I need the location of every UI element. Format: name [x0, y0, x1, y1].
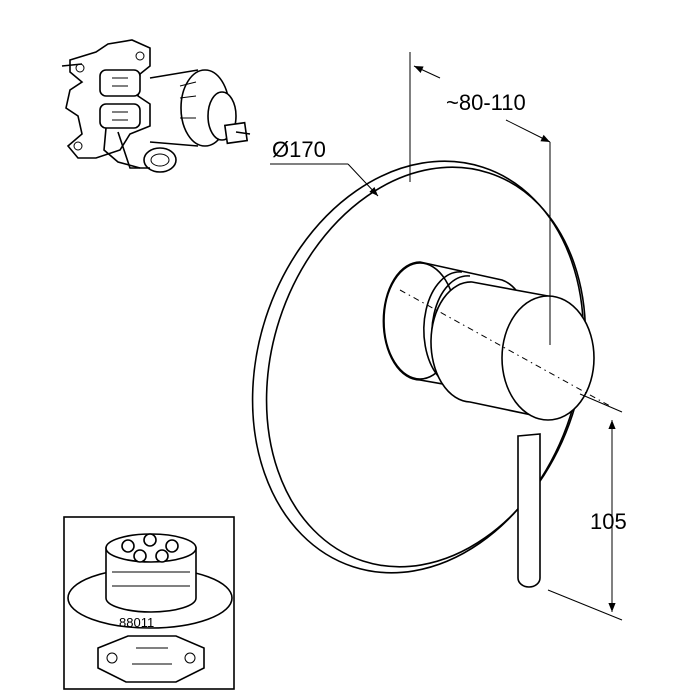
inset-part-number: 88011	[119, 615, 154, 630]
mixer-trim-illustration	[251, 160, 611, 588]
depth-label: ~80-110	[446, 90, 526, 115]
inset-box	[63, 516, 235, 690]
diameter-label: Ø170	[272, 137, 326, 162]
height-label: 105	[590, 509, 627, 534]
valve-body-illustration	[61, 39, 251, 173]
dimension-lines	[270, 52, 623, 621]
